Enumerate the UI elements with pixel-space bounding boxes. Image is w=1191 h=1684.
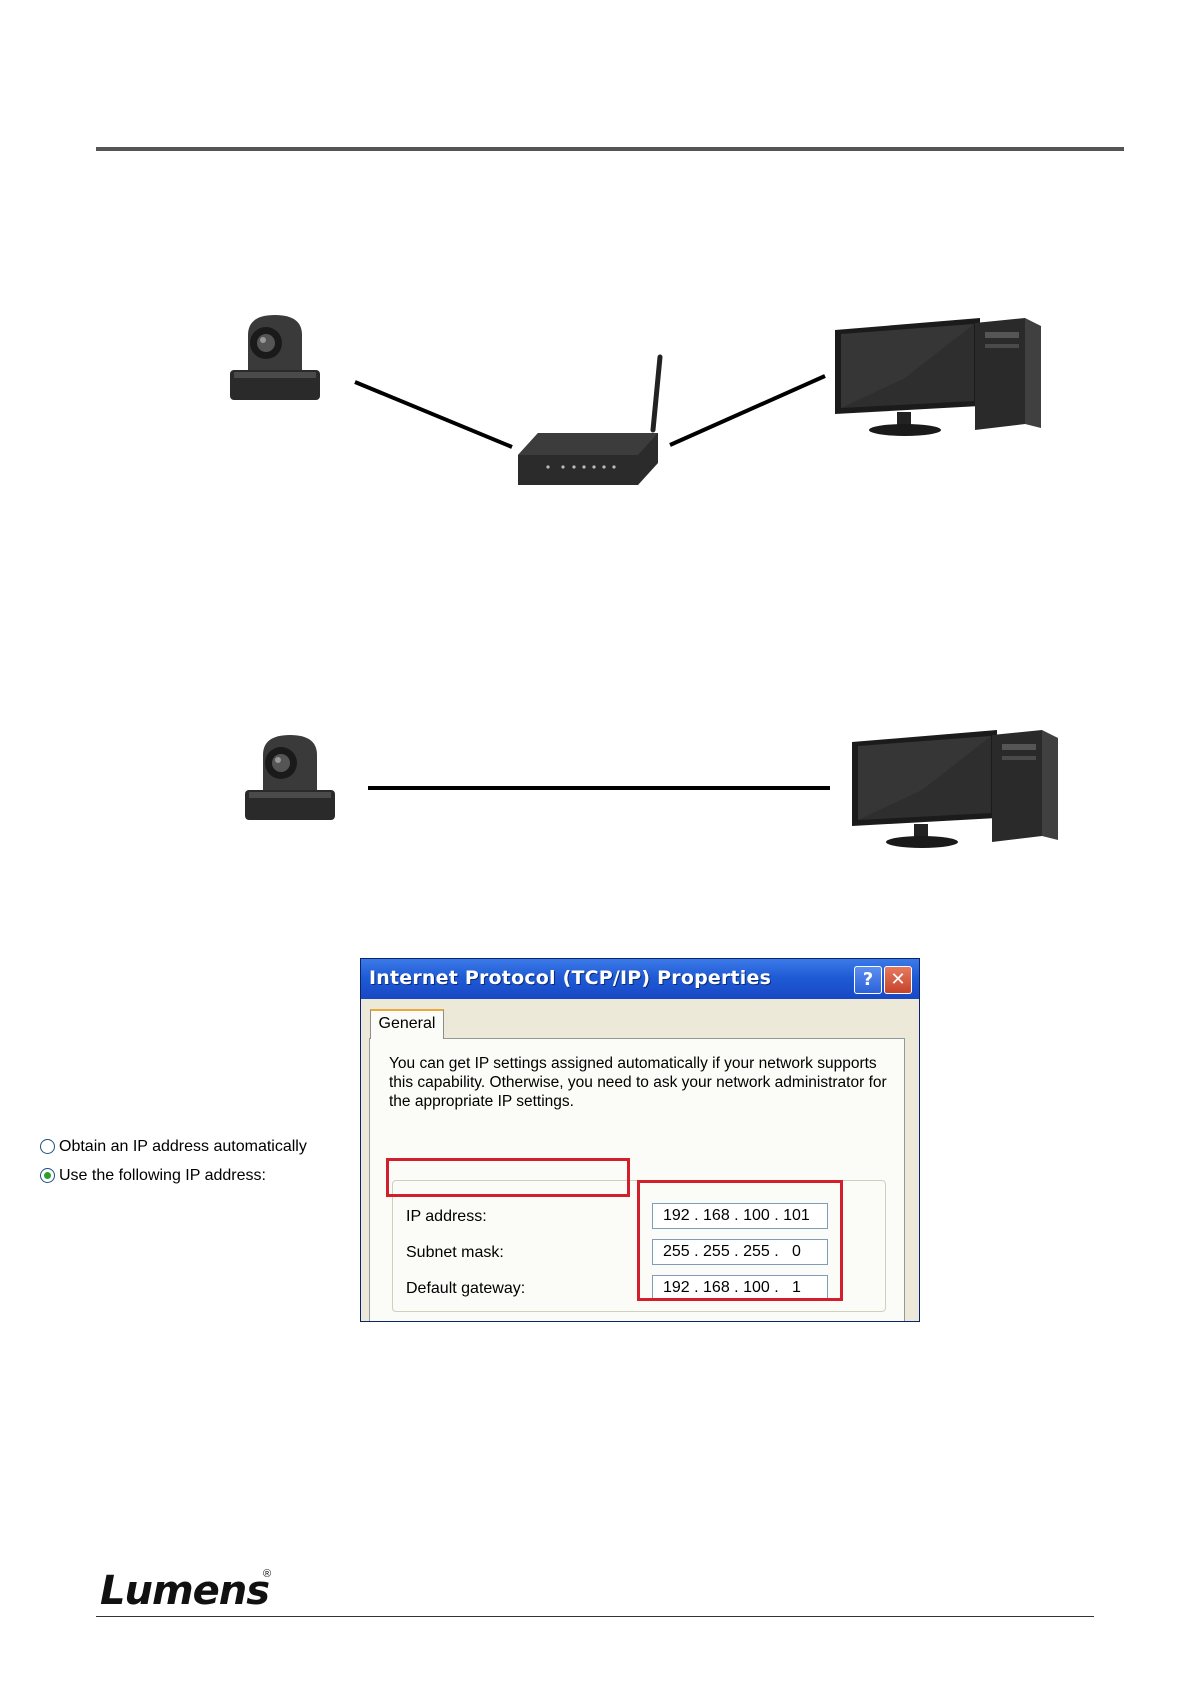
desktop-computer-icon (835, 318, 1041, 436)
subnet-mask-field[interactable]: 255 . 255 . 255 . 0 (652, 1239, 828, 1265)
radio-obtain-automatically[interactable]: Obtain an IP address automatically (40, 1138, 307, 1156)
footer-rule (96, 1616, 1094, 1617)
dialog-titlebar: Internet Protocol (TCP/IP) Properties ? … (361, 959, 919, 999)
registered-mark: ® (263, 1568, 272, 1580)
dialog-title: Internet Protocol (TCP/IP) Properties (369, 967, 772, 989)
desktop-computer-icon (852, 730, 1058, 848)
network-diagram-router (230, 315, 1041, 485)
close-button[interactable]: ✕ (884, 966, 912, 994)
radio-label: Use the following IP address: (59, 1167, 266, 1184)
default-gateway-label: Default gateway: (406, 1280, 526, 1297)
network-diagram-direct (245, 730, 1058, 848)
radio-button-icon[interactable] (40, 1139, 55, 1154)
router-icon (518, 354, 663, 485)
lumens-logo: Lumens (100, 1568, 270, 1614)
highlight-box-radio (386, 1158, 630, 1197)
cable-line (354, 380, 513, 449)
tab-general[interactable]: General (370, 1009, 444, 1039)
highlight-box-fields (637, 1180, 843, 1301)
help-button[interactable]: ? (854, 966, 882, 994)
ptz-camera-icon (245, 735, 335, 820)
ptz-camera-icon (230, 315, 320, 400)
info-text: You can get IP settings assigned automat… (389, 1055, 887, 1110)
radio-use-following[interactable]: Use the following IP address: (40, 1167, 266, 1185)
ip-address-label: IP address: (406, 1208, 487, 1225)
header-rule (96, 147, 1124, 151)
radio-label: Obtain an IP address automatically (59, 1138, 307, 1155)
subnet-mask-label: Subnet mask: (406, 1244, 504, 1261)
ip-address-field[interactable]: 192 . 168 . 100 . 101 (652, 1203, 828, 1229)
radio-button-selected-icon[interactable] (40, 1168, 55, 1183)
cable-line (669, 374, 826, 447)
